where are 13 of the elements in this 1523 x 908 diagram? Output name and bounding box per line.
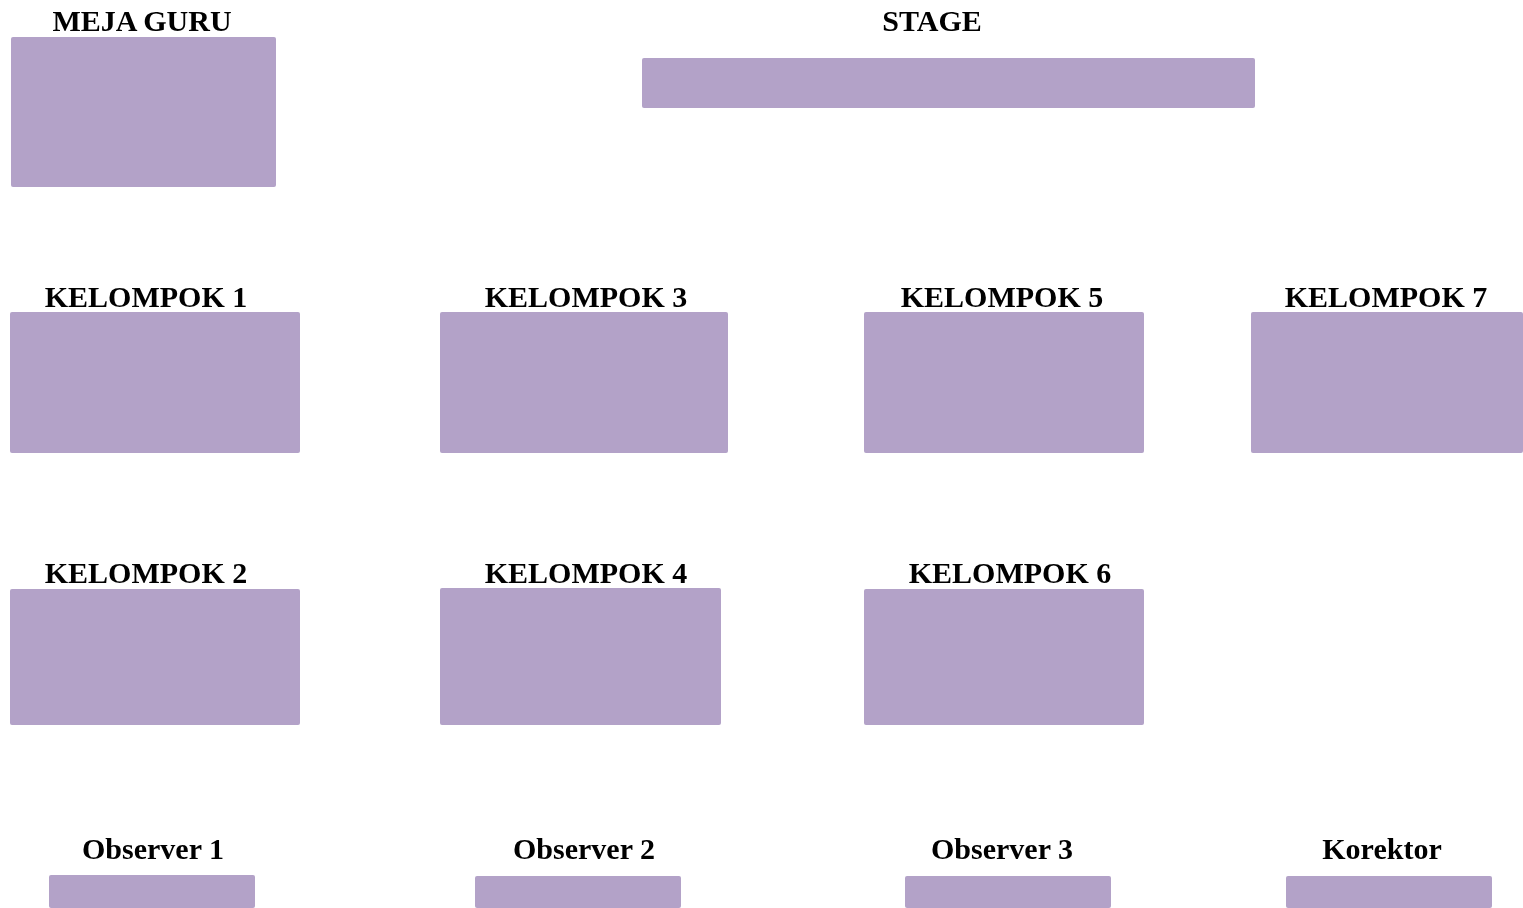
table-label: MEJA GURU bbox=[52, 5, 232, 37]
table-label: KELOMPOK 2 bbox=[44, 557, 248, 589]
table-label: STAGE bbox=[882, 5, 982, 37]
table-label: KELOMPOK 4 bbox=[484, 557, 688, 589]
table-label: Observer 3 bbox=[931, 833, 1073, 865]
table-label: Korektor bbox=[1322, 833, 1442, 865]
table-label: Observer 2 bbox=[513, 833, 655, 865]
table-label: KELOMPOK 6 bbox=[908, 557, 1112, 589]
table-label: KELOMPOK 3 bbox=[484, 281, 688, 313]
table-label: KELOMPOK 5 bbox=[900, 281, 1104, 313]
table-label: KELOMPOK 1 bbox=[44, 281, 248, 313]
table-label: KELOMPOK 7 bbox=[1284, 281, 1488, 313]
table-label: Observer 1 bbox=[82, 833, 224, 865]
